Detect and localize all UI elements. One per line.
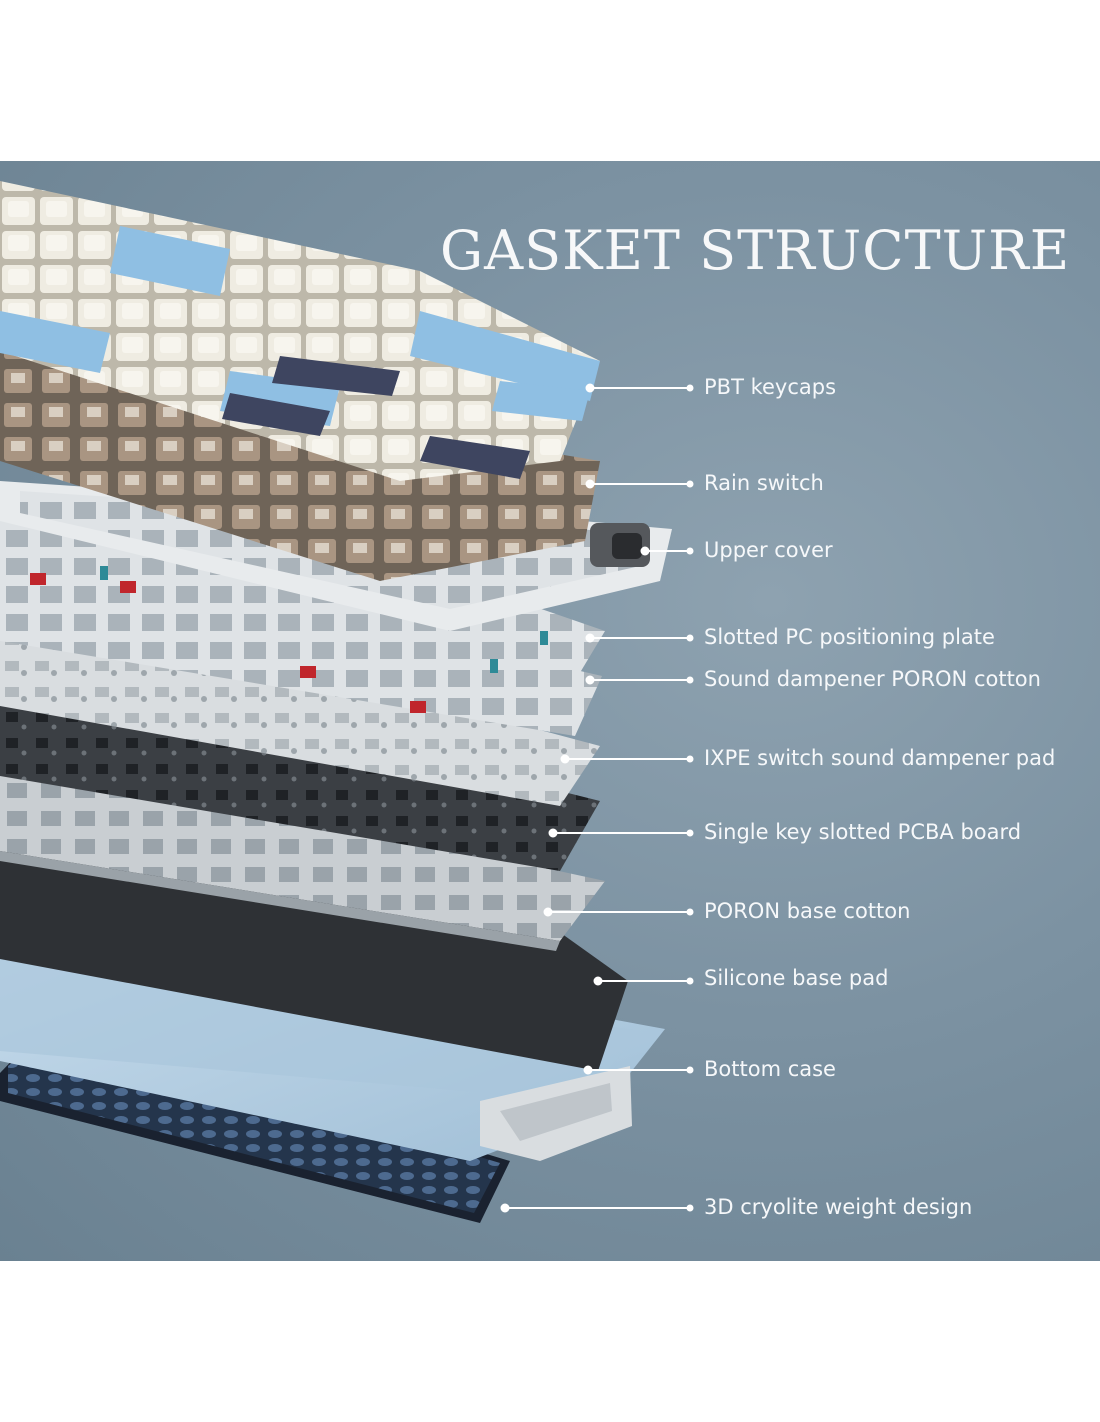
callout-rain-switch: Rain switch — [0, 469, 1100, 499]
callout-upper-cover: Upper cover — [0, 536, 1100, 566]
callout-bottom-case: Bottom case — [0, 1055, 1100, 1085]
callout-poron-cotton: Sound dampener PORON cotton — [0, 665, 1100, 695]
callout-label: Upper cover — [704, 538, 833, 562]
diagram-panel: GASKET STRUCTURE PBT keycaps Rain switch… — [0, 161, 1100, 1261]
callout-label: PBT keycaps — [704, 375, 837, 399]
rain-switch-layer — [0, 341, 600, 581]
callout-pbt-keycaps: PBT keycaps — [0, 373, 1100, 403]
callout-pcba-board: Single key slotted PCBA board — [0, 818, 1100, 848]
callout-silicone-base-pad: Silicone base pad — [0, 964, 1100, 994]
callout-label: 3D cryolite weight design — [704, 1195, 973, 1219]
leader-lines — [500, 383, 694, 1213]
callout-label: Bottom case — [704, 1057, 836, 1081]
keyboard-exploded-illustration — [0, 181, 694, 1223]
callout-label: Silicone base pad — [704, 966, 889, 990]
pbt-keycaps-layer — [0, 181, 600, 481]
callout-label: Single key slotted PCBA board — [704, 820, 1022, 844]
ixpe-pad-layer — [0, 621, 600, 806]
callout-label: PORON base cotton — [704, 899, 911, 923]
callout-cryolite-weight: 3D cryolite weight design — [0, 1193, 1100, 1223]
diagram-title: GASKET STRUCTURE — [440, 219, 1071, 282]
callout-pc-plate: Slotted PC positioning plate — [0, 623, 1100, 653]
poron-base-cotton-layer — [0, 771, 605, 951]
callout-ixpe-pad: IXPE switch sound dampener pad — [0, 744, 1100, 774]
callout-label: IXPE switch sound dampener pad — [704, 746, 1056, 770]
callout-label: Rain switch — [704, 471, 824, 495]
callout-poron-base-cotton: PORON base cotton — [0, 897, 1100, 927]
callout-label: Sound dampener PORON cotton — [704, 667, 1041, 691]
callout-label: Slotted PC positioning plate — [704, 625, 995, 649]
